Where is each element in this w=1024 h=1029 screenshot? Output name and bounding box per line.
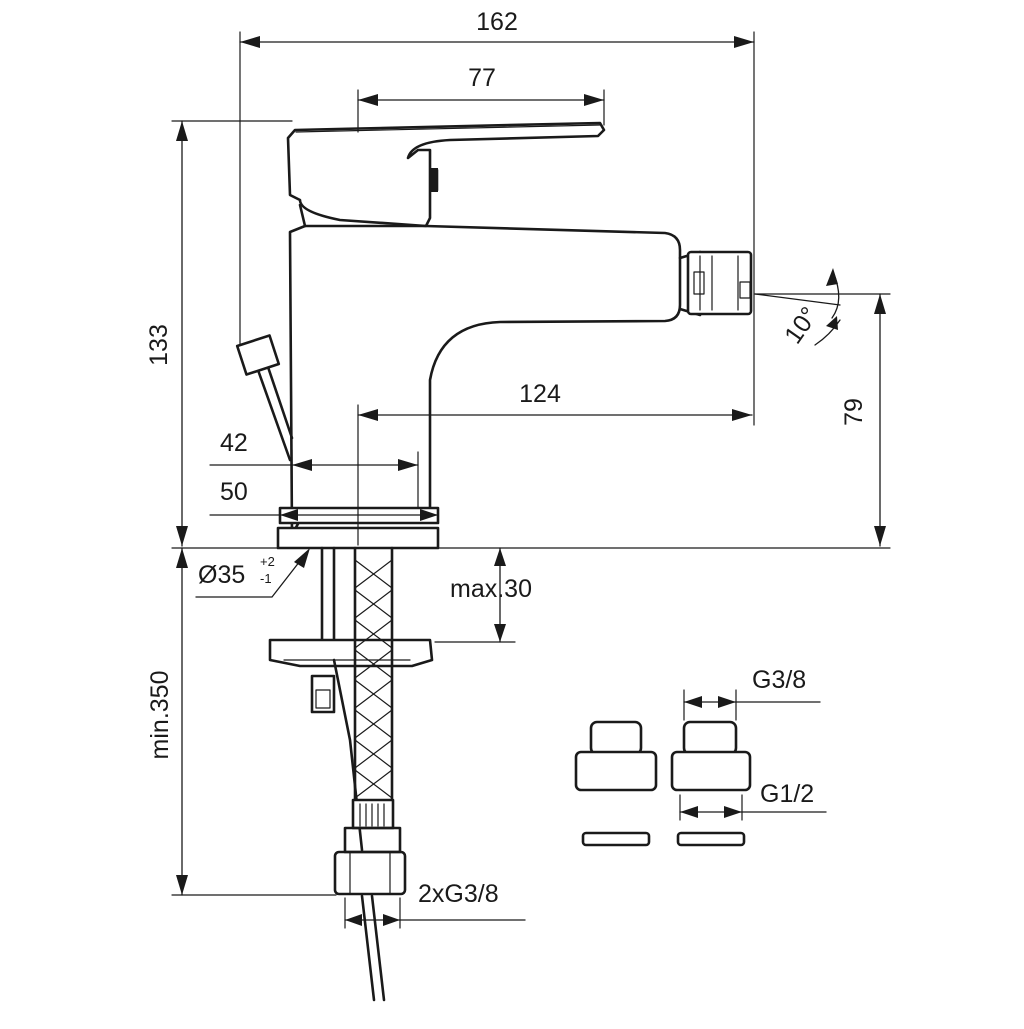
extension-lines: [171, 31, 891, 929]
adapter-left: [574, 720, 658, 847]
adapter-thread-large: G1/2: [760, 780, 814, 808]
dim-overall-width: 162: [476, 8, 518, 36]
dim-spray-angle: 10°: [779, 302, 824, 349]
adapter-right: [670, 720, 752, 847]
lever-handle: [286, 121, 606, 228]
dim-hole-diameter: Ø35: [198, 561, 245, 589]
faucet-body: [288, 224, 682, 537]
dim-hole-tol-minus: -1: [260, 571, 272, 586]
braided-hose: [333, 546, 407, 1002]
spray-nozzle: [678, 250, 753, 317]
dim-spout-reach: 124: [519, 380, 561, 408]
dim-total-height: 133: [145, 324, 173, 366]
dim-hole-tol-plus: +2: [260, 554, 275, 569]
mounting-hardware: [268, 546, 434, 852]
dimension-lines: [176, 36, 886, 926]
dim-spout-height: 79: [840, 398, 868, 426]
pop-up-rod: [235, 334, 294, 462]
dim-base-42: 42: [220, 429, 248, 457]
dim-lever-length: 77: [468, 64, 496, 92]
dim-base-50: 50: [220, 478, 248, 506]
dim-hose-length: min.350: [146, 671, 174, 760]
dim-deck-thickness: max.30: [450, 575, 532, 603]
dim-connection: 2xG3/8: [418, 880, 499, 908]
adapter-thread-small: G3/8: [752, 666, 806, 694]
